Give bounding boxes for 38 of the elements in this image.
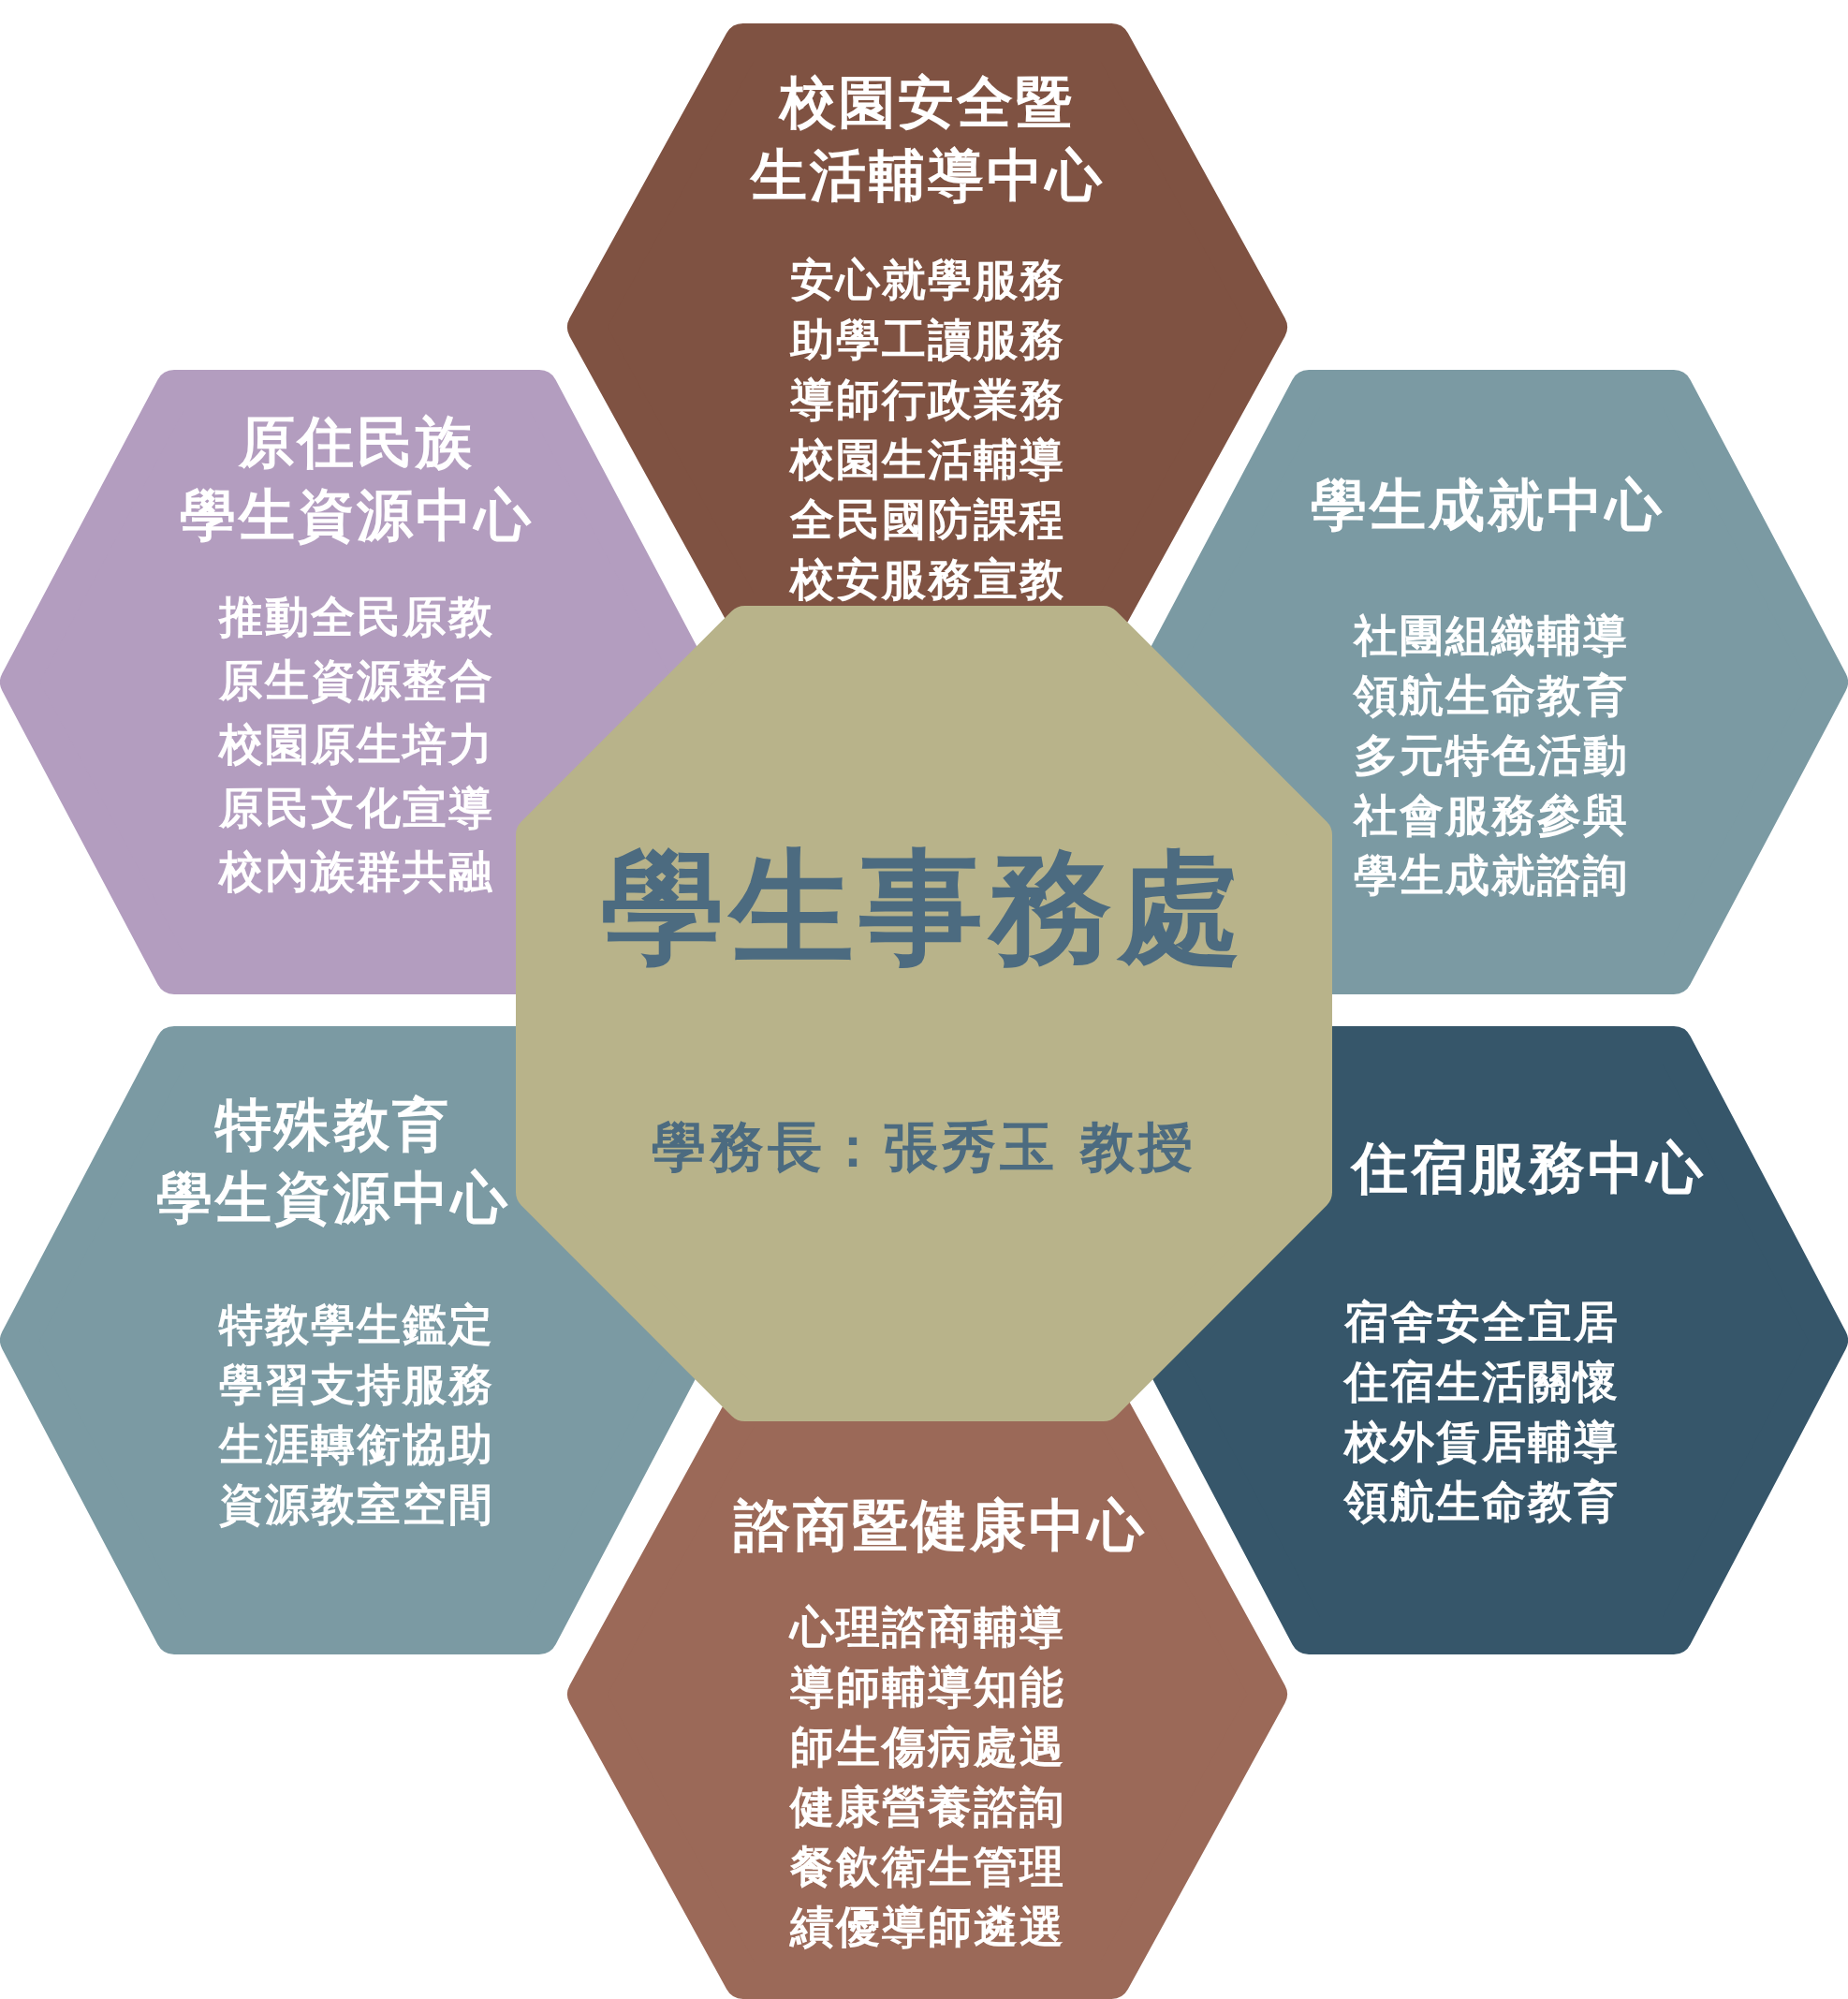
service-item: 安心就學服務: [789, 257, 1065, 301]
service-item: 校園生活輔導: [789, 437, 1065, 481]
center-heading: 住宿服務中心: [1352, 1135, 1706, 1200]
service-item: 導師行政業務: [789, 377, 1065, 421]
service-item: 生涯轉銜協助: [219, 1422, 494, 1466]
center-heading: 諮商暨健康中心: [734, 1492, 1147, 1558]
service-item: 社會服務參與: [1354, 793, 1629, 837]
service-item: 師生傷病處遇: [789, 1725, 1065, 1769]
service-item: 宿舍安全宜居: [1344, 1300, 1620, 1344]
center-heading: 特殊教育學生資源中心: [156, 1092, 510, 1230]
service-item: 資源教室空間: [219, 1482, 494, 1526]
service-item: 多元特色活動: [1354, 733, 1629, 777]
service-item: 特教學生鑑定: [219, 1302, 494, 1346]
service-item: 學習支持服務: [219, 1362, 494, 1406]
service-item: 校外賃居輔導: [1344, 1419, 1620, 1463]
service-item: 全民國防課程: [789, 497, 1065, 541]
service-item: 推動全民原教: [219, 595, 494, 639]
service-item: 校園原生培力: [219, 722, 494, 766]
service-item: 原民文化宣導: [219, 786, 494, 830]
center-heading: 原住民族學生資源中心: [180, 409, 534, 548]
service-item: 領航生命教育: [1344, 1479, 1620, 1523]
service-item: 社團組織輔導: [1354, 613, 1629, 657]
service-item: 校安服務宣教: [789, 557, 1065, 601]
service-item: 學生成就諮詢: [1354, 853, 1629, 897]
office-title: 學生事務處: [601, 835, 1247, 979]
service-item: 心理諮商輔導: [789, 1605, 1065, 1649]
service-item: 健康營養諮詢: [789, 1785, 1065, 1829]
service-item: 原生資源整合: [219, 658, 494, 702]
service-item: 校內族群共融: [219, 849, 494, 893]
director-name: 學務長：張秀玉 教授: [651, 1115, 1197, 1179]
service-item: 住宿生活關懷: [1344, 1360, 1620, 1404]
service-item: 助學工讀服務: [789, 317, 1065, 361]
service-item: 導師輔導知能: [789, 1665, 1065, 1709]
service-item: 領航生命教育: [1354, 673, 1629, 717]
service-item: 餐飲衛生管理: [789, 1845, 1065, 1889]
center-heading: 學生成就中心: [1311, 472, 1665, 537]
center-heading: 校園安全暨生活輔導中心: [750, 69, 1105, 208]
service-item: 績優導師遴選: [789, 1904, 1065, 1948]
